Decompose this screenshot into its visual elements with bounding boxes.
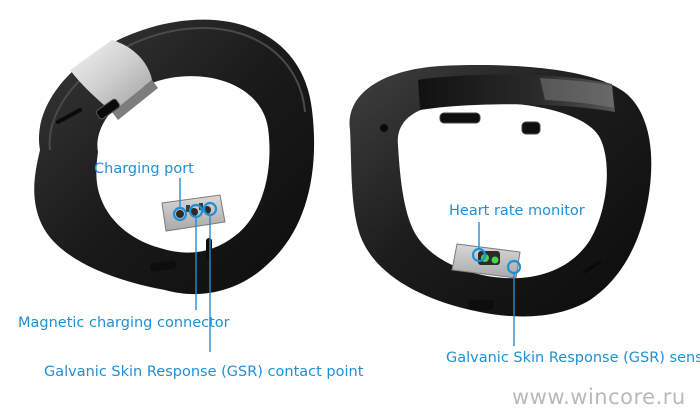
charging-port-slot (95, 98, 121, 120)
label-charging-port: Charging port (94, 161, 194, 177)
callout-gsr-contact (202, 201, 218, 352)
watermark-text: www.wincore.ru (512, 385, 686, 409)
right-sensor-plate (451, 243, 521, 279)
callout-charging-port (172, 178, 188, 222)
left-band-body (34, 19, 315, 295)
label-gsr-contact: Galvanic Skin Response (GSR) contact poi… (44, 364, 364, 380)
left-band-side-slot (56, 108, 82, 124)
right-band-display-glare (540, 78, 614, 108)
callout-heart-rate (471, 222, 487, 263)
callout-magnetic-connector (188, 203, 204, 310)
label-heart-rate: Heart rate monitor (449, 203, 585, 219)
left-band-illustration (34, 19, 315, 295)
label-gsr-sensor: Galvanic Skin Response (GSR) sensor (446, 350, 700, 366)
left-band-rim (48, 27, 306, 151)
right-band-body (349, 65, 652, 317)
callout-gsr-sensor (506, 259, 522, 346)
left-band-clasp-edge (112, 80, 158, 120)
right-band-button-1 (439, 112, 481, 124)
right-band-button-2 (521, 121, 541, 135)
label-magnetic-connector: Magnetic charging connector (18, 315, 230, 331)
right-band-illustration (349, 65, 652, 317)
left-band-clasp (70, 40, 152, 112)
